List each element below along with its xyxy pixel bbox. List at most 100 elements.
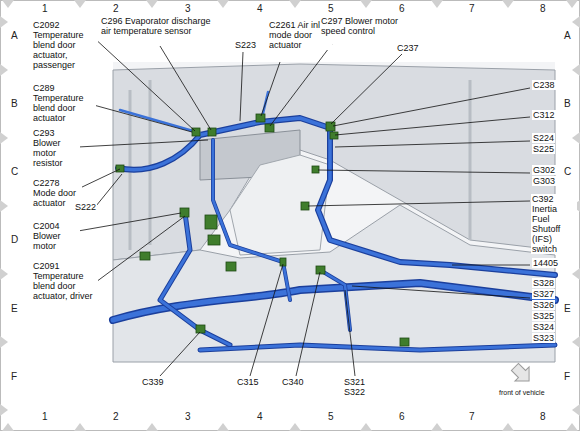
- grid-tick: [566, 423, 578, 431]
- grid-tick: [572, 268, 580, 280]
- callout-label: C2091 Temperature blend door actuator, d…: [32, 261, 98, 301]
- callout-label: C315: [236, 377, 260, 387]
- grid-reference: 4: [256, 412, 264, 422]
- grid-reference: F: [563, 372, 571, 382]
- grid-tick: [289, 423, 301, 431]
- callout-label: C2004 Blower motor: [32, 221, 80, 251]
- grid-tick: [431, 0, 443, 8]
- direction-arrow: [508, 360, 536, 388]
- grid-reference: F: [10, 372, 18, 382]
- grid-reference: 8: [539, 412, 547, 422]
- grid-tick: [0, 336, 8, 348]
- grid-reference: E: [563, 304, 572, 314]
- grid-tick: [0, 16, 8, 28]
- floor-pan: [113, 205, 555, 362]
- pillar: [130, 80, 470, 250]
- grid-tick: [572, 16, 580, 28]
- callout-label: S222: [74, 202, 97, 212]
- grid-reference: 5: [327, 412, 335, 422]
- callout-label: S322: [343, 387, 366, 397]
- grid-reference: 2: [112, 412, 120, 422]
- callout-label: C293 Blower motor resistor: [32, 128, 80, 168]
- callout-label: C392 Inertia Fuel Shutoff (IFS) switch: [531, 194, 577, 254]
- callout-label: C238: [532, 80, 556, 90]
- grid-tick: [502, 0, 514, 8]
- tunnel: [230, 155, 330, 255]
- callout-label: 14405: [532, 258, 559, 268]
- grid-tick: [217, 423, 229, 431]
- wiring-harness: [113, 92, 555, 350]
- grid-reference: 8: [539, 4, 547, 14]
- grid-reference: 7: [468, 4, 476, 14]
- callout-label: S325: [532, 311, 555, 321]
- grid-tick: [0, 404, 8, 416]
- callout-label: S326: [532, 300, 555, 310]
- grid-reference: 3: [184, 412, 192, 422]
- grid-tick: [572, 64, 580, 76]
- grid-tick: [74, 0, 86, 8]
- grid-reference: B: [10, 99, 19, 109]
- grid-reference: A: [10, 31, 19, 41]
- callout-label: S224: [532, 133, 555, 143]
- grid-reference: C: [10, 167, 19, 177]
- callout-label: C339: [141, 377, 165, 387]
- grid-reference: 4: [256, 4, 264, 14]
- grid-tick: [0, 268, 8, 280]
- illustration-ground: [113, 62, 555, 362]
- grid-reference: 6: [398, 412, 406, 422]
- grid-tick: [0, 64, 8, 76]
- callout-label: S328: [532, 278, 555, 288]
- callout-label: S225: [532, 144, 555, 154]
- grid-tick: [0, 132, 8, 144]
- callout-label: S223: [234, 40, 257, 50]
- callout-label: C237: [396, 43, 420, 53]
- grid-tick: [0, 200, 8, 212]
- callout-label: S324: [532, 322, 555, 332]
- callout-label: S321: [343, 377, 366, 387]
- grid-reference: C: [563, 167, 572, 177]
- grid-reference: D: [10, 235, 19, 245]
- grid-reference: A: [563, 31, 572, 41]
- callout-label: C297 Blower motor speed control: [320, 16, 404, 36]
- grid-reference: B: [563, 99, 572, 109]
- grid-reference: 6: [398, 4, 406, 14]
- grid-reference: E: [10, 304, 19, 314]
- grid-reference: 5: [327, 4, 335, 14]
- callout-label: C296 Evaporator discharge air temperatur…: [100, 16, 220, 36]
- grid-tick: [2, 0, 14, 8]
- grid-tick: [289, 0, 301, 8]
- grid-tick: [502, 423, 514, 431]
- callout-label: S327: [532, 289, 555, 299]
- grid-reference: 3: [184, 4, 192, 14]
- grid-tick: [572, 132, 580, 144]
- grid-tick: [146, 0, 158, 8]
- grid-tick: [74, 423, 86, 431]
- callout-label: G303: [532, 176, 556, 186]
- grid-reference: 7: [468, 412, 476, 422]
- callout-label: C340: [281, 377, 305, 387]
- grid-reference: 1: [41, 4, 49, 14]
- grid-tick: [431, 423, 443, 431]
- grid-tick: [572, 336, 580, 348]
- grid-tick: [146, 423, 158, 431]
- connector-bodies: [116, 114, 409, 346]
- grid-reference: 1: [41, 412, 49, 422]
- callout-label: G302: [532, 165, 556, 175]
- grid-tick: [360, 423, 372, 431]
- leader-lines: [78, 36, 530, 376]
- grid-tick: [217, 0, 229, 8]
- grid-reference: 2: [112, 4, 120, 14]
- grid-tick: [2, 423, 14, 431]
- callout-label: C289 Temperature blend door actuator: [32, 83, 96, 123]
- grid-tick: [566, 0, 578, 8]
- grid-tick: [572, 404, 580, 416]
- callout-label: S323: [532, 333, 555, 343]
- callout-label: C2092 Temperature blend door actuator, p…: [32, 20, 98, 70]
- callout-label: C312: [532, 110, 556, 120]
- dash-panel: [113, 64, 555, 260]
- callout-label: front of vehicle: [498, 389, 546, 397]
- grid-tick: [360, 0, 372, 8]
